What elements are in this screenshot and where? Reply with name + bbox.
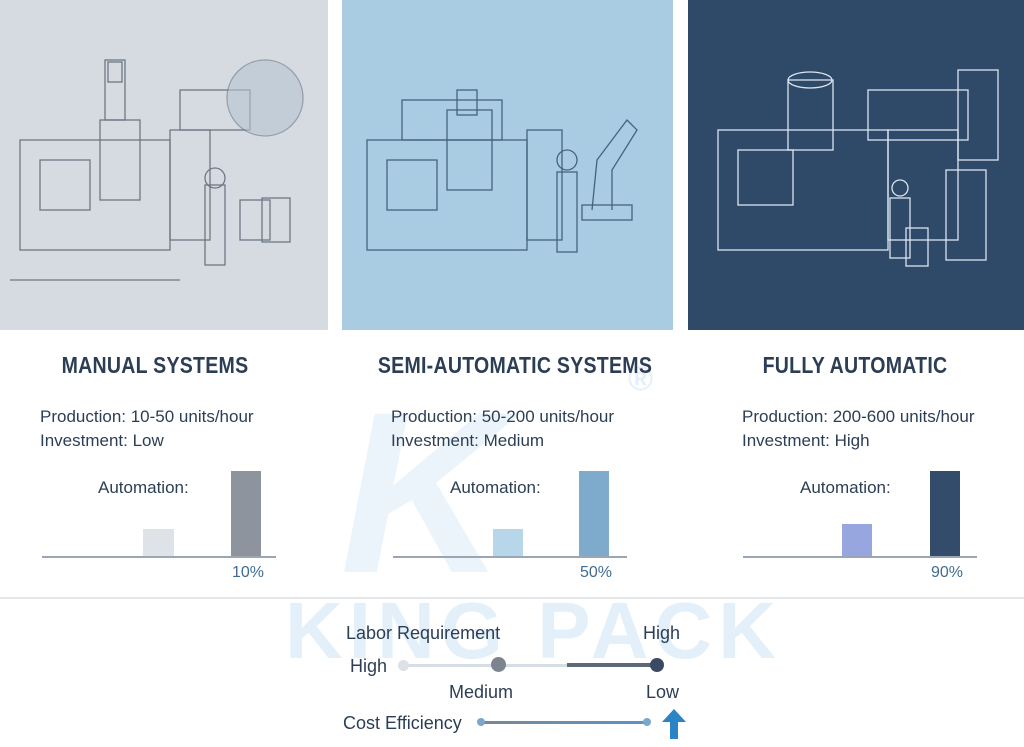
labor-dot-medium xyxy=(491,657,506,672)
chart-baseline xyxy=(393,556,627,558)
fully-automatic-illustration xyxy=(688,0,1024,330)
bar-light xyxy=(842,524,872,556)
automation-label: Automation: xyxy=(800,478,891,497)
labor-high-left: High xyxy=(350,656,388,676)
cost-efficiency-track xyxy=(481,721,647,724)
chart-baseline xyxy=(42,556,276,558)
labor-scale-segment xyxy=(567,663,657,667)
production-text: Production: 10-50 units/hour xyxy=(40,407,254,426)
labor-high-right: High xyxy=(643,623,681,643)
system-title: SEMI-AUTOMATIC SYSTEMS xyxy=(377,352,653,378)
investment-text: Investment: Medium xyxy=(391,431,545,450)
labor-requirement-title: Labor Requirement xyxy=(346,623,501,643)
labor-low: Low xyxy=(646,682,680,702)
cost-efficiency-title: Cost Efficiency xyxy=(343,713,462,733)
cost-dot-end xyxy=(643,718,651,726)
automation-bar xyxy=(231,471,261,556)
labor-medium: Medium xyxy=(449,682,514,702)
production-text: Production: 50-200 units/hour xyxy=(391,407,615,426)
automation-percent: 50% xyxy=(580,564,613,581)
labor-dot-low xyxy=(650,658,664,672)
system-title: FULLY AUTOMATIC xyxy=(762,352,948,378)
investment-text: Investment: High xyxy=(742,431,870,450)
automation-label: Automation: xyxy=(450,478,541,497)
labor-dot-high xyxy=(398,660,409,671)
labor-scale-track xyxy=(403,664,657,667)
manual-illustration xyxy=(0,0,328,330)
automation-percent: 10% xyxy=(232,564,265,581)
automation-bar xyxy=(930,471,960,556)
bar-light xyxy=(493,529,523,556)
automation-label: Automation: xyxy=(98,478,189,497)
automation-percent: 90% xyxy=(931,564,964,581)
system-title: MANUAL SYSTEMS xyxy=(61,352,249,378)
bar-light xyxy=(143,529,174,556)
chart-baseline xyxy=(743,556,977,558)
cost-dot-start xyxy=(477,718,485,726)
semi-automatic-illustration xyxy=(342,0,673,330)
automation-bar xyxy=(579,471,609,556)
arrow-up-icon xyxy=(662,709,686,739)
section-divider xyxy=(0,597,1024,599)
production-text: Production: 200-600 units/hour xyxy=(742,407,975,426)
investment-text: Investment: Low xyxy=(40,431,164,450)
